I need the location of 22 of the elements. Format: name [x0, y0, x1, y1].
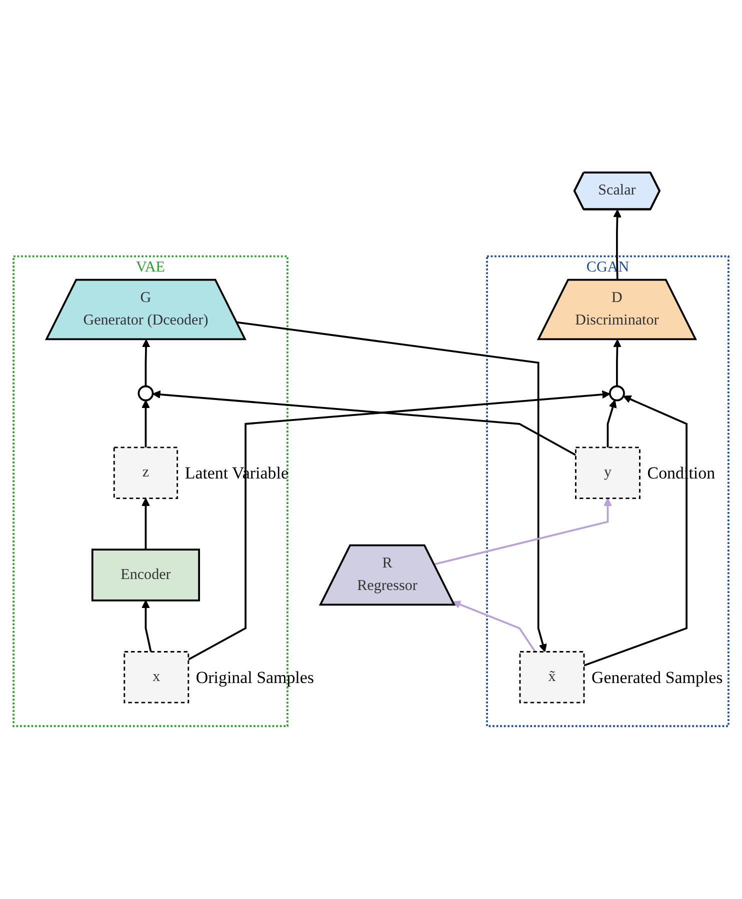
arrow [152, 390, 576, 456]
arrow [188, 390, 610, 661]
arrow [142, 498, 150, 550]
node-circle [608, 385, 625, 402]
arrow [434, 498, 612, 566]
node-caption: Generated Samples [592, 668, 723, 687]
node-box: x̃ [519, 651, 585, 704]
node-box: x [124, 651, 190, 704]
node-caption: Original Samples [196, 668, 314, 687]
arrow [142, 600, 152, 652]
arrow [606, 400, 617, 448]
node-box: z [113, 446, 178, 500]
arrow [452, 600, 536, 652]
arrow [613, 339, 622, 386]
arrow [236, 322, 547, 652]
arrow [142, 400, 150, 448]
node-box: Encoder [91, 548, 200, 602]
arrow [584, 396, 688, 667]
node-circle [138, 385, 154, 402]
arrow [613, 210, 622, 281]
node-box: y [575, 446, 640, 500]
arrow [142, 339, 150, 386]
